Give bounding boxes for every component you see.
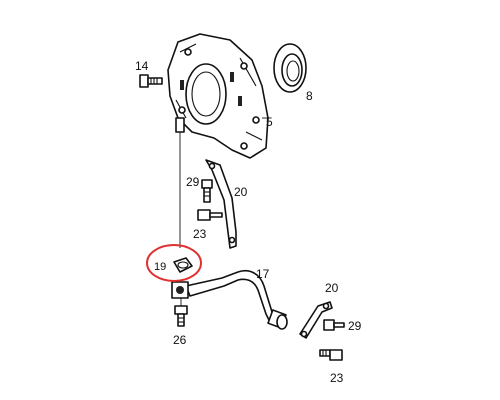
bolt-part-26 bbox=[174, 305, 188, 327]
callout-29-lower: 29 bbox=[348, 319, 362, 333]
callout-20-upper: 20 bbox=[234, 185, 248, 199]
callout-5: 5 bbox=[266, 115, 273, 129]
callout-8: 8 bbox=[306, 89, 313, 103]
cover-plate-part-5 bbox=[167, 33, 269, 159]
bracket-part-20-upper bbox=[205, 159, 237, 249]
callout-23-lower: 23 bbox=[330, 371, 344, 385]
callout-29-upper: 29 bbox=[186, 175, 200, 189]
callout-17: 17 bbox=[256, 267, 270, 281]
seal-part-19 bbox=[173, 257, 193, 273]
bolt-part-29-upper bbox=[201, 179, 213, 203]
bracket-part-20-lower bbox=[299, 301, 333, 339]
callout-23-upper: 23 bbox=[193, 227, 207, 241]
seal-ring-part-8 bbox=[273, 43, 307, 93]
callout-19: 19 bbox=[154, 261, 166, 273]
bolt-part-23-lower bbox=[319, 349, 343, 361]
bolt-part-29-lower bbox=[323, 319, 345, 331]
bolt-part-14 bbox=[139, 74, 163, 88]
callout-26: 26 bbox=[173, 333, 187, 347]
oil-pipe-part-17 bbox=[171, 270, 288, 330]
bolt-part-23-upper bbox=[197, 209, 223, 221]
callout-14: 14 bbox=[135, 59, 149, 73]
highlight-circle bbox=[146, 244, 202, 282]
callout-20-lower: 20 bbox=[325, 281, 339, 295]
